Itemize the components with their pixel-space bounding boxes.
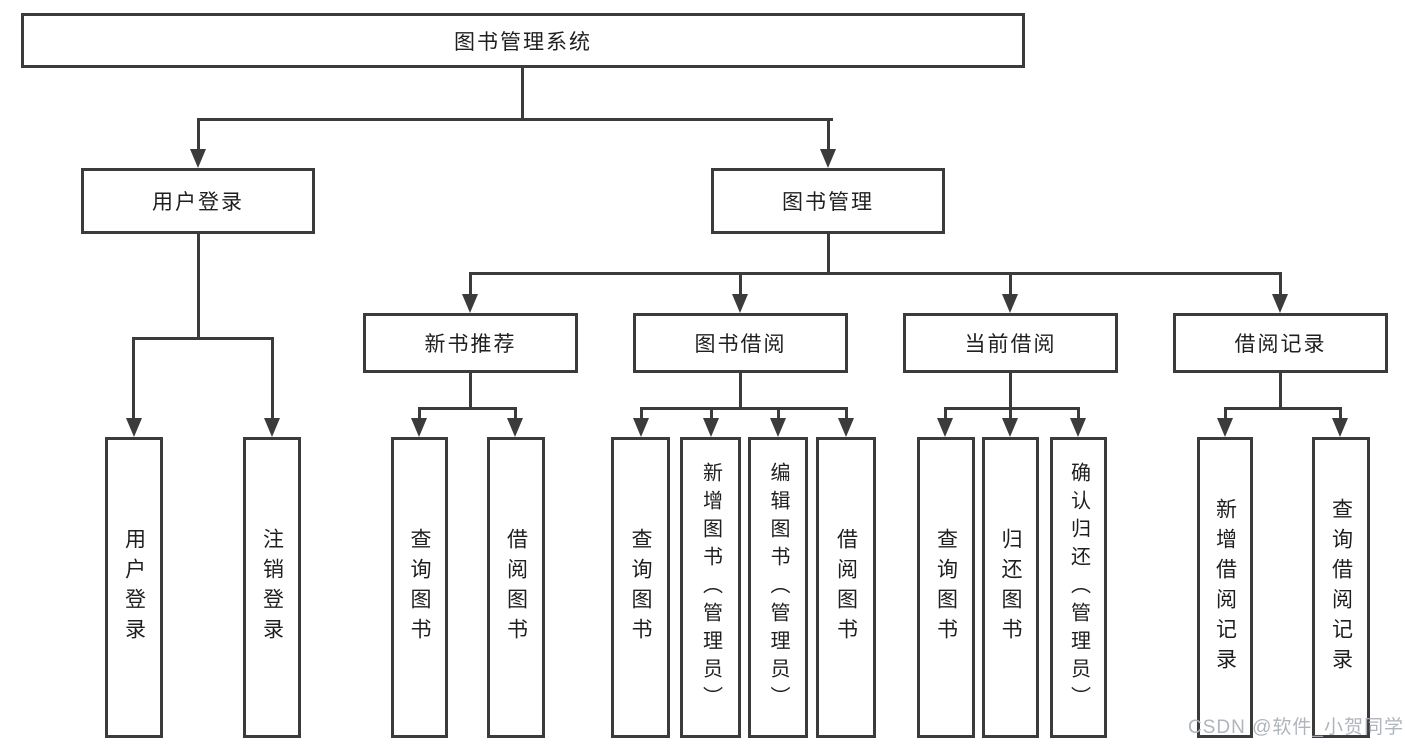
connector-line — [777, 407, 780, 419]
connector-line — [132, 337, 135, 419]
connector-line — [739, 272, 742, 296]
csdn-watermark: CSDN @软件_小贺同学 — [1188, 717, 1404, 738]
arrowhead-icon — [1070, 418, 1086, 437]
connector-line — [640, 407, 847, 410]
connector-line — [1279, 272, 1282, 296]
node-new-book-recommend-label: 新书推荐 — [424, 333, 517, 356]
arrowhead-icon — [1002, 294, 1018, 313]
arrowhead-icon — [820, 149, 836, 168]
leaf-add-borrow-record: 新增借阅记录 — [1197, 437, 1253, 738]
connector-line — [514, 407, 517, 419]
leaf-edit-books-admin-label: 编辑图书（管理员） — [767, 461, 789, 714]
leaf-borrow-books-recommend-label: 借阅图书 — [504, 527, 528, 648]
leaf-query-borrow-record-label: 查询借阅记录 — [1329, 497, 1353, 678]
leaf-add-borrow-record-label: 新增借阅记录 — [1213, 497, 1237, 678]
connector-line — [845, 407, 848, 419]
arrowhead-icon — [633, 418, 649, 437]
connector-line — [1339, 407, 1342, 419]
leaf-confirm-return-admin-label: 确认归还（管理员） — [1067, 461, 1090, 714]
node-book-borrowing-label: 图书借阅 — [694, 333, 787, 356]
leaf-query-books-current-label: 查询图书 — [934, 527, 958, 648]
node-new-book-recommend: 新书推荐 — [363, 313, 578, 373]
connector-line — [197, 234, 200, 339]
connector-line — [1009, 407, 1012, 419]
node-borrow-records-label: 借阅记录 — [1234, 333, 1327, 356]
arrowhead-icon — [770, 418, 786, 437]
connector-line — [1077, 407, 1080, 419]
arrowhead-icon — [732, 294, 748, 313]
leaf-query-books-borrowing-label: 查询图书 — [629, 527, 652, 648]
arrowhead-icon — [126, 418, 142, 437]
leaf-confirm-return-admin: 确认归还（管理员） — [1050, 437, 1107, 738]
node-book-management: 图书管理 — [711, 168, 945, 234]
connector-line — [418, 407, 421, 419]
leaf-add-books-admin-label: 新增图书（管理员） — [699, 461, 722, 714]
leaf-borrow-books-recommend: 借阅图书 — [487, 437, 545, 738]
connector-line — [739, 373, 742, 410]
connector-line — [944, 407, 947, 419]
arrowhead-icon — [703, 418, 719, 437]
connector-line — [710, 407, 713, 419]
node-user-login: 用户登录 — [81, 168, 315, 234]
node-root-label: 图书管理系统 — [454, 30, 592, 54]
arrowhead-icon — [462, 294, 478, 313]
connector-line — [1224, 407, 1227, 419]
leaf-logout: 注销登录 — [243, 437, 301, 738]
connector-line — [1279, 373, 1282, 410]
leaf-return-books-label: 归还图书 — [999, 527, 1022, 648]
leaf-query-borrow-record: 查询借阅记录 — [1312, 437, 1370, 738]
arrowhead-icon — [507, 418, 523, 437]
leaf-query-books-borrowing: 查询图书 — [611, 437, 670, 738]
leaf-user-login: 用户登录 — [105, 437, 163, 738]
connector-line — [827, 118, 830, 150]
connector-line — [1009, 272, 1012, 296]
connector-line — [827, 234, 830, 274]
leaf-query-books-recommend-label: 查询图书 — [408, 527, 431, 648]
arrowhead-icon — [937, 418, 953, 437]
arrowhead-icon — [264, 418, 280, 437]
connector-line — [271, 337, 274, 419]
arrowhead-icon — [411, 418, 427, 437]
connector-line — [197, 118, 200, 150]
leaf-query-books-current: 查询图书 — [917, 437, 975, 738]
leaf-user-login-label: 用户登录 — [122, 527, 146, 648]
connector-line — [469, 272, 1282, 275]
leaf-borrow-books-borrowing-label: 借阅图书 — [834, 527, 858, 648]
node-user-login-label: 用户登录 — [152, 191, 244, 214]
arrowhead-icon — [1217, 418, 1233, 437]
leaf-borrow-books-borrowing: 借阅图书 — [816, 437, 876, 738]
arrowhead-icon — [1002, 418, 1018, 437]
node-current-borrowing: 当前借阅 — [903, 313, 1118, 373]
arrowhead-icon — [190, 149, 206, 168]
leaf-query-books-recommend: 查询图书 — [391, 437, 448, 738]
connector-line — [521, 66, 524, 120]
connector-line — [640, 407, 643, 419]
connector-line — [469, 272, 472, 296]
node-current-borrowing-label: 当前借阅 — [964, 333, 1057, 356]
node-book-borrowing: 图书借阅 — [633, 313, 848, 373]
arrowhead-icon — [1272, 294, 1288, 313]
connector-line — [1009, 373, 1012, 410]
leaf-logout-label: 注销登录 — [260, 527, 284, 648]
node-root: 图书管理系统 — [21, 13, 1025, 68]
leaf-edit-books-admin: 编辑图书（管理员） — [748, 437, 808, 738]
node-borrow-records: 借阅记录 — [1173, 313, 1388, 373]
connector-line — [418, 407, 517, 410]
arrowhead-icon — [1332, 418, 1348, 437]
connector-line — [197, 118, 833, 121]
arrowhead-icon — [838, 418, 854, 437]
connector-line — [469, 373, 472, 410]
connector-line — [1224, 407, 1341, 410]
connector-line — [132, 337, 274, 340]
leaf-add-books-admin: 新增图书（管理员） — [680, 437, 741, 738]
node-book-management-label: 图书管理 — [782, 191, 874, 214]
leaf-return-books: 归还图书 — [982, 437, 1039, 738]
